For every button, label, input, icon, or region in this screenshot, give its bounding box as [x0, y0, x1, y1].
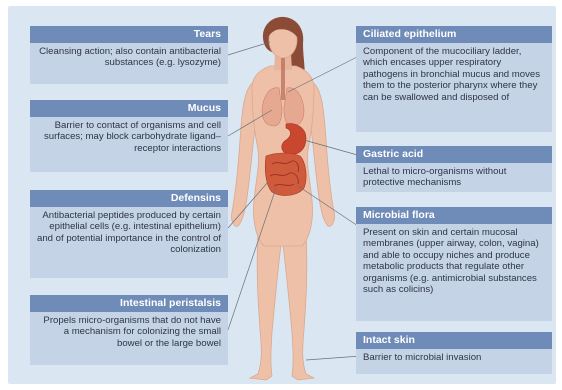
mucus-title: Mucus — [30, 100, 228, 117]
defensins-panel: Defensins Antibacterial peptides produce… — [30, 190, 228, 278]
ciliated-title: Ciliated epithelium — [356, 26, 552, 43]
ciliated-text: Component of the mucociliary ladder, whi… — [356, 43, 552, 106]
leader-skin — [306, 356, 361, 360]
flora-title: Microbial flora — [356, 207, 552, 224]
peristalsis-panel: Intestinal peristalsis Propels micro-org… — [30, 295, 228, 365]
leader-tears — [228, 42, 270, 55]
skin-title: Intact skin — [356, 332, 552, 349]
right-leg — [283, 235, 314, 380]
defensins-title: Defensins — [30, 190, 228, 207]
peristalsis-text: Propels micro-organisms that do not have… — [30, 312, 228, 352]
gastric-title: Gastric acid — [356, 146, 552, 163]
tears-text: Cleansing action; also contain antibacte… — [30, 43, 228, 72]
defensins-text: Antibacterial peptides produced by certa… — [30, 207, 228, 259]
ciliated-panel: Ciliated epithelium Component of the muc… — [356, 26, 552, 132]
flora-text: Present on skin and certain mucosal memb… — [356, 224, 552, 298]
left-leg — [250, 235, 281, 380]
gastric-text: Lethal to micro-organisms without protec… — [356, 163, 552, 192]
skin-text: Barrier to microbial invasion — [356, 349, 552, 366]
mucus-panel: Mucus Barrier to contact of organisms an… — [30, 100, 228, 172]
leader-gastric — [304, 140, 361, 156]
peristalsis-title: Intestinal peristalsis — [30, 295, 228, 312]
flora-panel: Microbial flora Present on skin and cert… — [356, 207, 552, 321]
tears-panel: Tears Cleansing action; also contain ant… — [30, 26, 228, 84]
tears-title: Tears — [30, 26, 228, 43]
intestines — [265, 153, 306, 195]
mucus-text: Barrier to contact of organisms and cell… — [30, 117, 228, 157]
gastric-panel: Gastric acid Lethal to micro-organisms w… — [356, 146, 552, 192]
skin-panel: Intact skin Barrier to microbial invasio… — [356, 332, 552, 374]
